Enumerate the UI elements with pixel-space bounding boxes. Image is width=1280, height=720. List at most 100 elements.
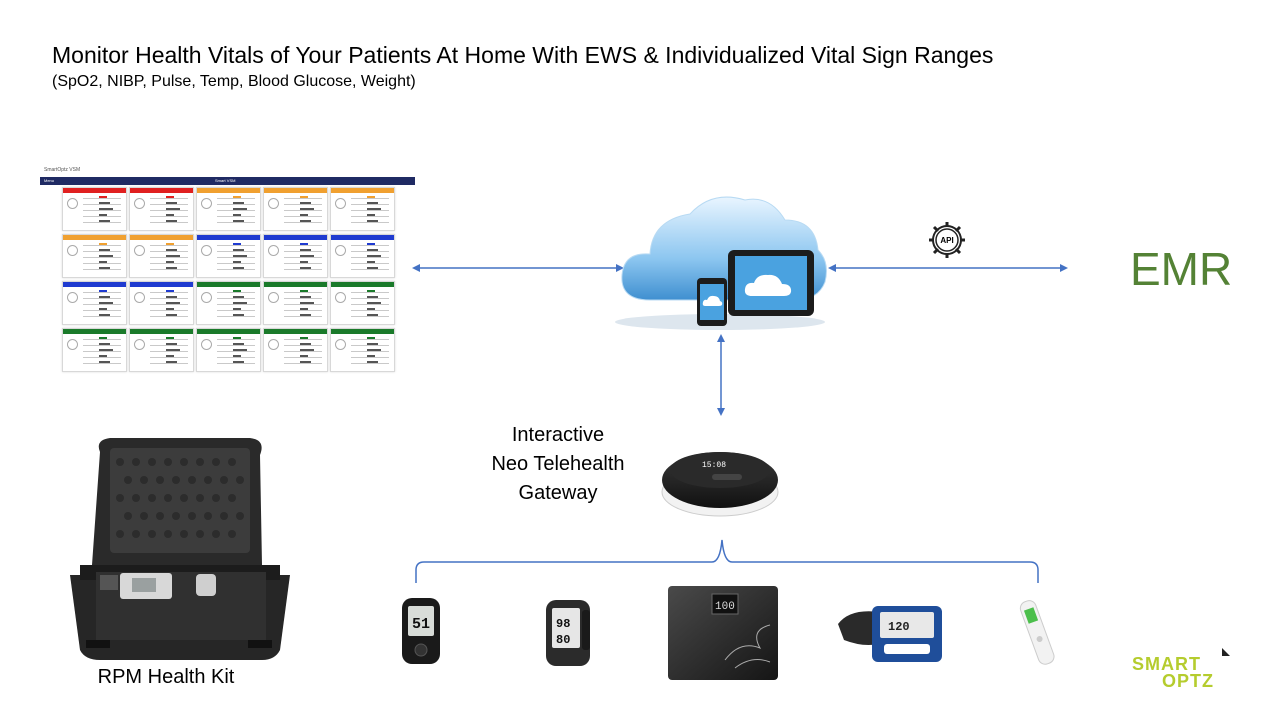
vital-row: [351, 298, 389, 299]
patient-card[interactable]: [196, 328, 261, 372]
vital-value: [367, 255, 381, 257]
smartoptz-logo: SMART OPTZ: [1132, 648, 1230, 691]
patient-card-header: [63, 282, 126, 287]
vital-value: [99, 202, 110, 204]
vital-row: [284, 245, 322, 246]
vital-row: [351, 216, 389, 217]
vital-row: [83, 351, 121, 352]
vital-value: [166, 208, 180, 210]
vital-row: [83, 251, 121, 252]
patient-card-header: [63, 329, 126, 334]
vital-value: [99, 220, 110, 222]
vital-row: [217, 263, 255, 264]
patient-card[interactable]: [129, 234, 194, 278]
vital-row: [217, 345, 255, 346]
vital-value: [233, 214, 241, 216]
patient-avatar-icon: [134, 198, 145, 209]
patient-card[interactable]: [62, 234, 127, 278]
vital-row: [284, 292, 322, 293]
vital-value: [367, 290, 375, 292]
vital-row: [217, 357, 255, 358]
oximeter-spo2: 98: [556, 617, 570, 631]
vital-row: [217, 216, 255, 217]
vital-value: [300, 196, 308, 198]
glucometer-icon: 51: [402, 598, 440, 664]
vital-value: [233, 302, 247, 304]
patient-card[interactable]: [129, 328, 194, 372]
vital-row: [217, 245, 255, 246]
vital-value: [166, 296, 177, 298]
page-title: Monitor Health Vitals of Your Patients A…: [52, 42, 994, 68]
patient-card-header: [331, 329, 394, 334]
vital-value: [233, 249, 244, 251]
vital-value: [367, 202, 378, 204]
patient-card[interactable]: [263, 187, 328, 231]
phone-icon: [697, 278, 727, 326]
rpm-kit-label: RPM Health Kit: [97, 666, 235, 688]
bp-reading: 120: [888, 620, 910, 634]
patient-card[interactable]: [330, 187, 395, 231]
patient-card[interactable]: [263, 281, 328, 325]
vital-value: [367, 361, 378, 363]
patient-avatar-icon: [335, 245, 346, 256]
vital-value: [99, 296, 110, 298]
vital-value: [233, 361, 244, 363]
rpm-kit-case-icon: [70, 438, 290, 660]
vital-value: [233, 290, 241, 292]
patient-card[interactable]: [129, 281, 194, 325]
patient-avatar-icon: [67, 245, 78, 256]
patient-card[interactable]: [129, 187, 194, 231]
patient-card[interactable]: [263, 328, 328, 372]
page-subtitle: (SpO2, NIBP, Pulse, Temp, Blood Glucose,…: [52, 73, 416, 90]
gateway-label: Interactive Neo Telehealth Gateway: [478, 421, 638, 508]
patient-card[interactable]: [330, 234, 395, 278]
vital-row: [351, 210, 389, 211]
vital-row: [284, 204, 322, 205]
vital-row: [284, 269, 322, 270]
vital-value: [300, 337, 308, 339]
patient-card[interactable]: [196, 234, 261, 278]
vital-row: [284, 310, 322, 311]
vital-row: [217, 269, 255, 270]
patient-card-header: [331, 235, 394, 240]
patient-card-header: [63, 235, 126, 240]
patient-card[interactable]: [196, 281, 261, 325]
vital-value: [233, 308, 241, 310]
vital-value: [367, 296, 378, 298]
dashboard-menu[interactable]: Menu: [44, 178, 55, 183]
patient-card[interactable]: [62, 187, 127, 231]
vital-value: [367, 214, 375, 216]
vital-value: [166, 255, 180, 257]
vital-row: [83, 304, 121, 305]
vital-row: [150, 363, 188, 364]
vital-value: [99, 337, 107, 339]
patient-card[interactable]: [330, 328, 395, 372]
patient-avatar-icon: [268, 245, 279, 256]
vital-row: [150, 310, 188, 311]
vital-value: [166, 349, 180, 351]
vital-value: [300, 302, 314, 304]
gateway-screen: 15:08: [702, 461, 726, 470]
vital-row: [217, 251, 255, 252]
vital-value: [99, 196, 107, 198]
patient-card-header: [331, 188, 394, 193]
vital-value: [166, 302, 180, 304]
dashboard-bar: Menu Smart VSM: [40, 177, 415, 185]
vital-value: [233, 196, 241, 198]
vital-value: [99, 302, 113, 304]
neo-gateway-device: 15:08: [661, 452, 779, 517]
vital-value: [233, 337, 241, 339]
vital-value: [233, 355, 241, 357]
patient-card[interactable]: [196, 187, 261, 231]
vital-value: [233, 261, 241, 263]
brand-line1: SMART: [1132, 654, 1201, 674]
patient-card[interactable]: [263, 234, 328, 278]
vital-value: [99, 255, 113, 257]
patient-card[interactable]: [62, 328, 127, 372]
patient-card-header: [197, 282, 260, 287]
vital-row: [150, 298, 188, 299]
patient-card[interactable]: [330, 281, 395, 325]
patient-avatar-icon: [67, 292, 78, 303]
device-bracket: [415, 539, 1039, 583]
patient-card[interactable]: [62, 281, 127, 325]
